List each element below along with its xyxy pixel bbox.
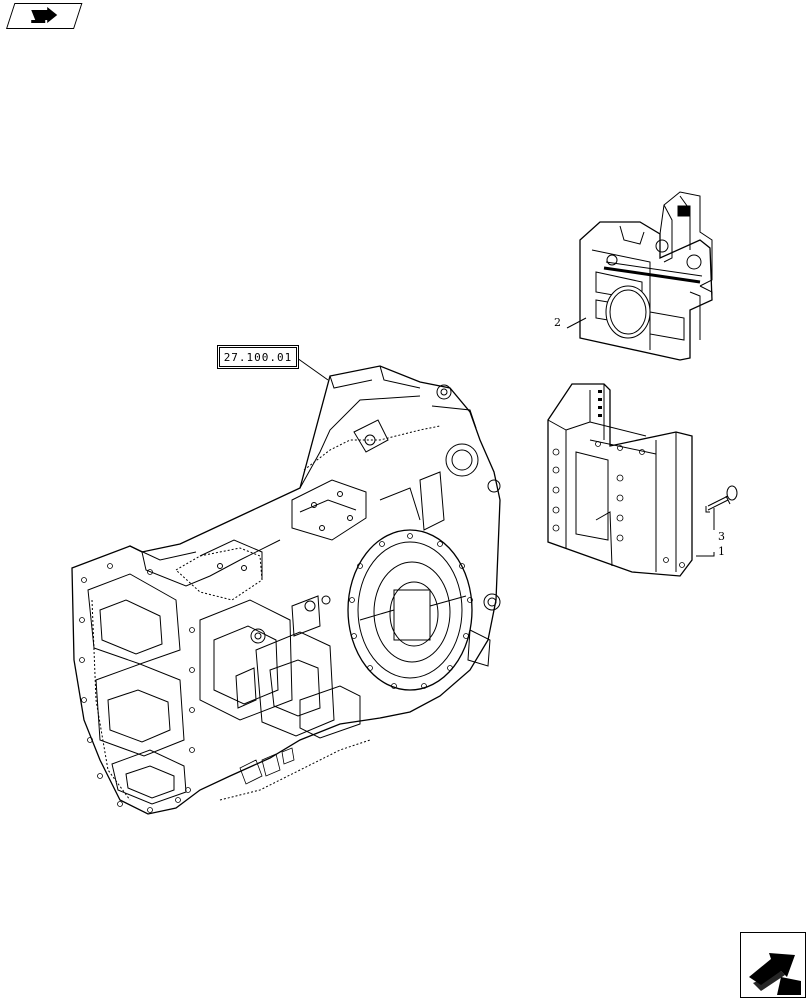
reference-label[interactable]: 27.100.01 (217, 345, 299, 369)
transmission-housing (71, 365, 501, 815)
previous-page-button[interactable] (6, 3, 83, 29)
callout-3: 3 (718, 530, 725, 543)
leader-lines (296, 317, 715, 557)
part-3-bolt (705, 485, 738, 513)
callout-2: 2 (554, 316, 561, 329)
callout-1: 1 (718, 545, 725, 558)
reference-label-text: 27.100.01 (223, 350, 293, 364)
part-2-hitch-mechanism (579, 191, 713, 361)
part-1-hitch-bracket (547, 383, 693, 577)
next-page-button[interactable] (740, 932, 806, 998)
next-page-arrow-icon (749, 953, 801, 995)
book-arrow-icon (31, 7, 58, 23)
